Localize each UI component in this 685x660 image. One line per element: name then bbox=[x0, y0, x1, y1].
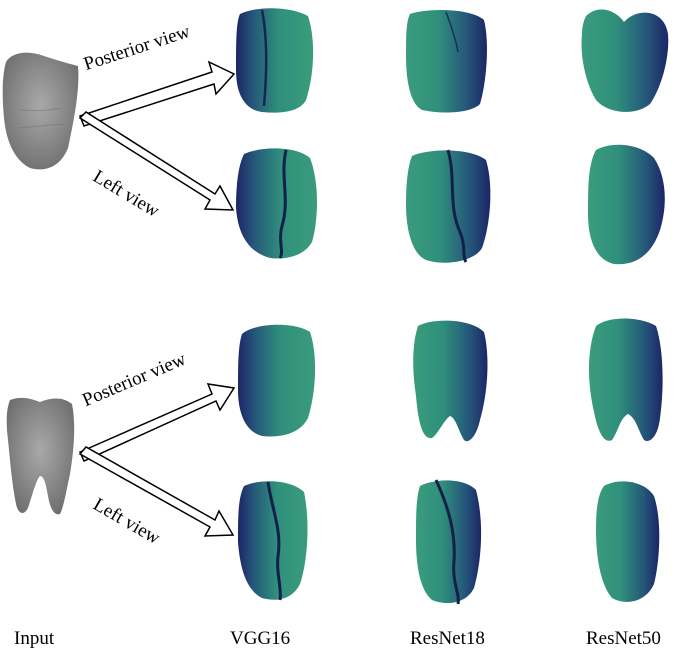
column-label-resnet50: ResNet50 bbox=[586, 628, 661, 649]
column-label-input: Input bbox=[14, 628, 55, 649]
arrow-left-top bbox=[78, 111, 235, 211]
resnet50-bottom-posterior bbox=[589, 318, 663, 442]
vgg16-top-posterior bbox=[236, 8, 314, 113]
vgg16-top-left bbox=[236, 148, 317, 259]
arrow-posterior-bottom bbox=[79, 383, 236, 462]
arrow-posterior-top bbox=[79, 60, 236, 127]
resnet50-top-posterior bbox=[581, 9, 669, 112]
arrow-left-bottom bbox=[78, 446, 235, 537]
resnet18-bottom-left bbox=[416, 479, 482, 605]
vgg16-bottom-left bbox=[238, 481, 308, 601]
column-label-resnet18: ResNet18 bbox=[410, 628, 485, 649]
resnet50-top-left bbox=[588, 144, 665, 265]
resnet18-top-left bbox=[406, 149, 491, 263]
vgg16-bottom-posterior bbox=[238, 324, 316, 437]
resnet18-bottom-posterior bbox=[413, 320, 488, 442]
resnet50-bottom-left bbox=[596, 481, 660, 602]
column-label-vgg16: VGG16 bbox=[230, 628, 291, 649]
resnet18-top-posterior bbox=[406, 10, 487, 113]
input-tooth-1 bbox=[2, 52, 79, 170]
input-tooth-2 bbox=[6, 397, 75, 515]
